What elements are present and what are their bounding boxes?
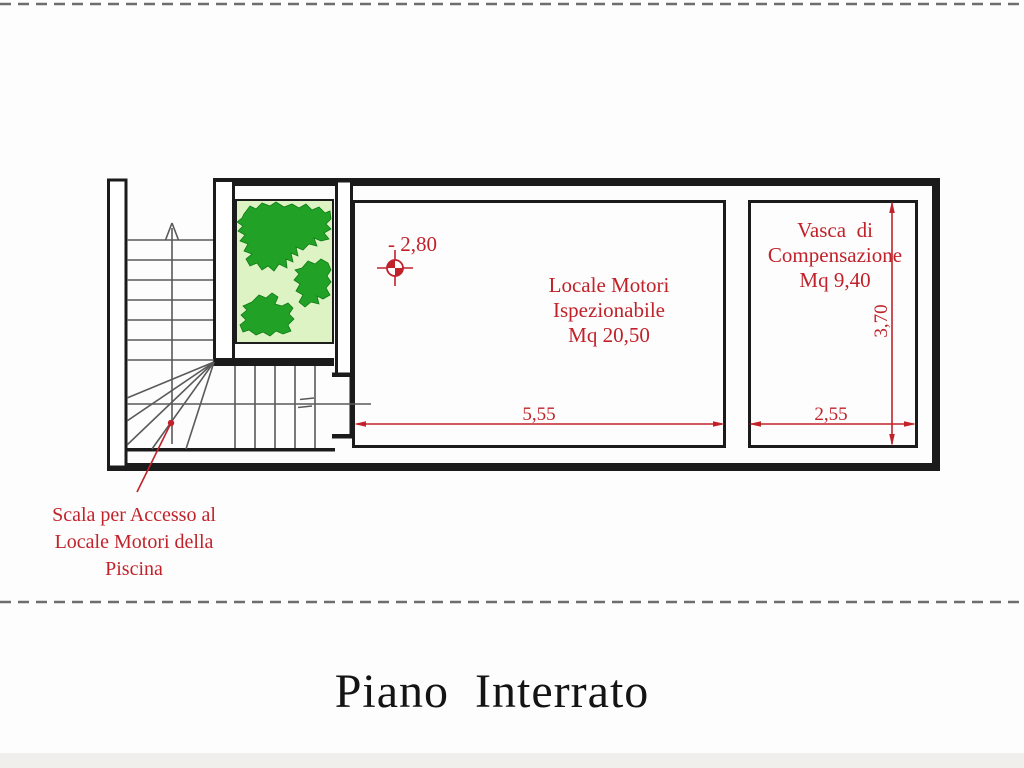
wall-below-planter	[213, 358, 334, 366]
winder-line	[185, 361, 215, 450]
elevation-label: - 2,80	[388, 232, 437, 256]
room-label-line: Vasca di	[797, 218, 873, 242]
stair-access-note: Scala per Accesso al Locale Motori della…	[52, 419, 216, 580]
stair-arrowhead	[164, 222, 173, 241]
winder-line	[126, 361, 215, 422]
break-mark	[297, 405, 313, 409]
dim-arrowhead-top	[889, 201, 895, 213]
planter	[235, 199, 334, 344]
wall-right	[932, 178, 940, 470]
winder-line	[126, 361, 215, 399]
leader-line	[136, 422, 172, 493]
bottom-strip	[0, 753, 1024, 768]
wall-stair-bottom-line	[125, 448, 335, 452]
room-label-line: Locale Motori	[549, 273, 670, 297]
room-label-vasca: Vasca di Compensazione Mq 9,40	[768, 218, 902, 292]
walls	[107, 178, 940, 471]
note-line: Scala per Accesso al	[52, 504, 216, 526]
dimension-vasca-width: 2,55	[749, 404, 916, 427]
staircase	[126, 222, 371, 450]
note-line: Piscina	[105, 558, 163, 580]
dimension-vasca-height: 3,70	[871, 201, 895, 446]
dim-arrowhead-bottom	[889, 434, 895, 446]
marker-quadrant	[387, 260, 395, 268]
elevation-marker: - 2,80	[377, 232, 437, 286]
room-label-line: Mq 9,40	[799, 268, 870, 292]
page-title: Piano Interrato	[335, 665, 650, 718]
shrub-blob-right	[293, 258, 332, 308]
marker-quadrant	[395, 268, 403, 276]
stair-direction-arrow	[164, 222, 180, 444]
wall-bottom	[107, 463, 940, 471]
dim-arrowhead-left	[749, 421, 761, 427]
room-label-line: Compensazione	[768, 243, 902, 267]
dim-arrowhead-left	[354, 421, 366, 427]
door-jamb-bottom	[332, 434, 354, 439]
wall-stair-planter	[213, 179, 235, 363]
door-frame-line	[349, 377, 353, 436]
wall-top	[213, 178, 940, 186]
room-label-line: Ispezionabile	[553, 298, 665, 322]
room-vasca-outline	[748, 200, 918, 448]
dim-label: 2,55	[814, 404, 847, 425]
dim-label: 5,55	[522, 404, 555, 425]
shrub-blob-bottom	[239, 292, 295, 337]
wall-left	[107, 178, 128, 469]
wall-right-of-planter	[335, 179, 353, 377]
room-label-locale-motori: Locale Motori Ispezionabile Mq 20,50	[549, 273, 670, 347]
dim-label: 3,70	[871, 304, 892, 337]
room-locale-motori-outline	[352, 200, 726, 448]
break-mark	[299, 397, 315, 401]
shrub-blob-large	[236, 201, 332, 272]
stair-arrowhead	[171, 222, 180, 241]
note-line: Locale Motori della	[55, 531, 214, 553]
door-jamb-top	[332, 372, 354, 377]
dim-arrowhead-right	[904, 421, 916, 427]
dim-arrowhead-right	[713, 421, 725, 427]
dimension-locale-width: 5,55	[354, 404, 725, 427]
winder-line	[151, 361, 215, 450]
room-label-line: Mq 20,50	[568, 323, 650, 347]
